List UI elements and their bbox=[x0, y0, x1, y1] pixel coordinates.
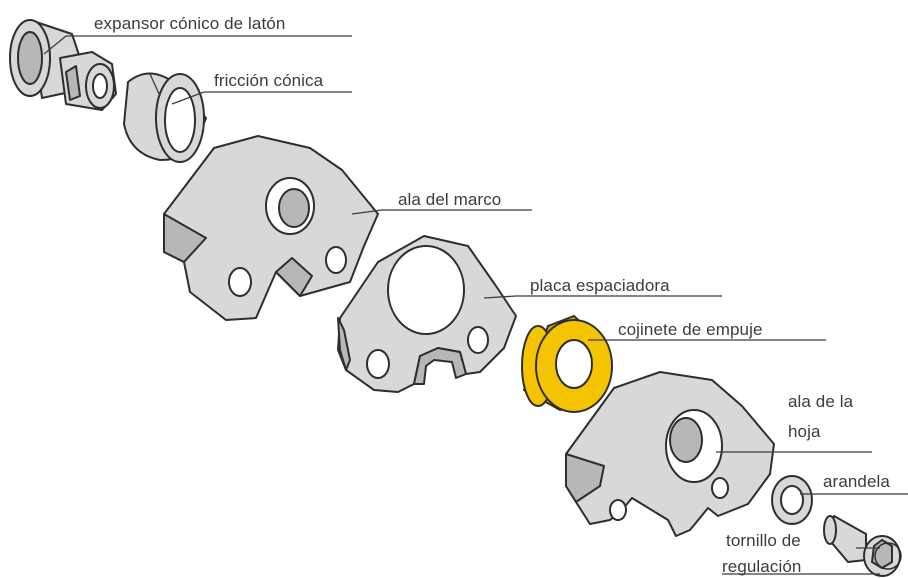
ala-marco-part bbox=[163, 135, 379, 321]
leader-placa bbox=[483, 295, 517, 299]
label-ala-hoja-line1: ala de la bbox=[788, 392, 854, 411]
tornillo-part bbox=[823, 515, 902, 577]
ala-hoja-part bbox=[565, 371, 775, 537]
label-arandela: arandela bbox=[823, 472, 890, 491]
friccion-part bbox=[123, 72, 207, 163]
label-placa: placa espaciadora bbox=[530, 276, 670, 295]
placa-part bbox=[337, 235, 517, 393]
leader-expansor bbox=[43, 35, 67, 55]
expansor-part bbox=[9, 19, 117, 111]
leader-ala-marco bbox=[351, 209, 383, 215]
label-expansor: expansor cónico de latón bbox=[94, 14, 286, 33]
label-ala-hoja-line2: hoja bbox=[788, 422, 821, 441]
label-friccion: fricción cónica bbox=[214, 71, 324, 90]
label-tornillo-line2: regulación bbox=[722, 557, 802, 576]
cojinete-part bbox=[521, 314, 613, 413]
label-tornillo-line1: tornillo de bbox=[726, 531, 801, 550]
arandela-part bbox=[771, 475, 813, 525]
label-cojinete: cojinete de empuje bbox=[618, 320, 763, 339]
label-ala-marco: ala del marco bbox=[398, 190, 502, 209]
leader-friccion bbox=[171, 91, 205, 105]
